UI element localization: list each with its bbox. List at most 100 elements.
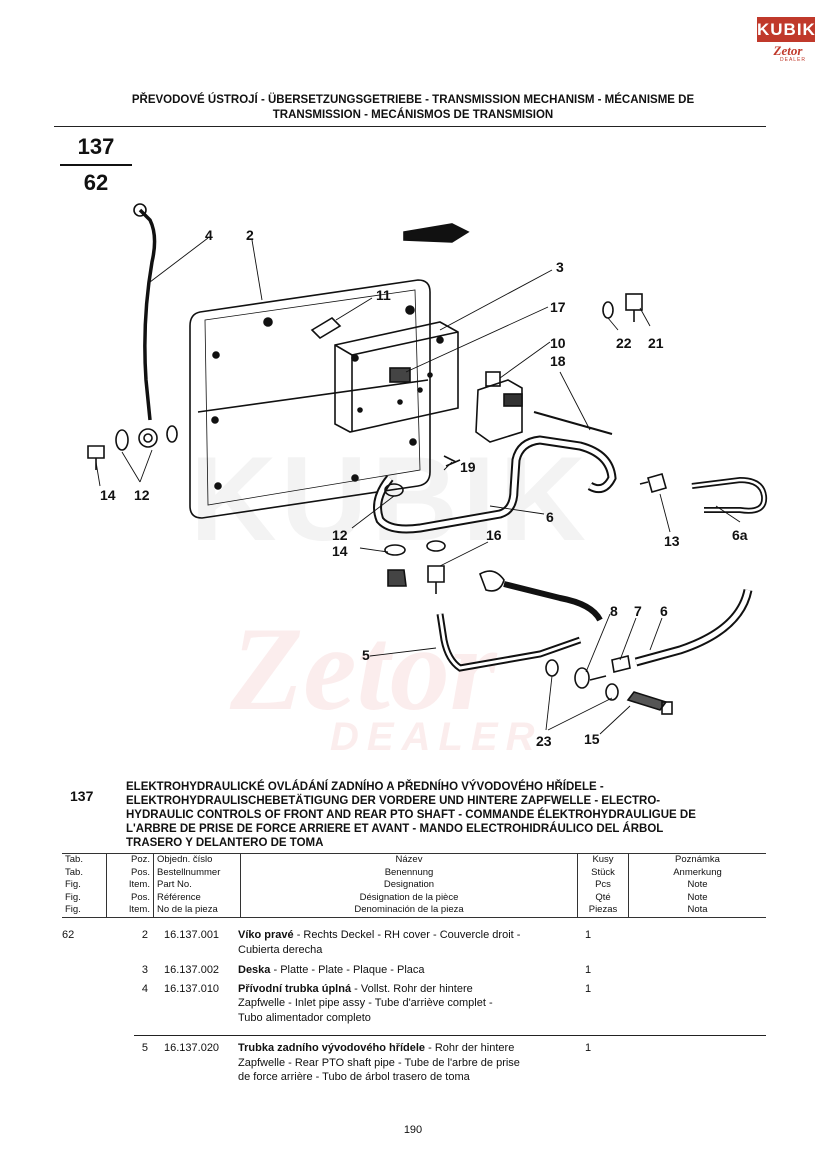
table-row: 62 2 16.137.001 Víko pravé - Rechts Deck… bbox=[62, 928, 766, 957]
page-number: 190 bbox=[403, 1124, 423, 1136]
callout-14-lower: 14 bbox=[332, 543, 348, 559]
row-figure bbox=[62, 1041, 122, 1085]
bolt-11-part bbox=[310, 316, 342, 340]
section-title: ELEKTROHYDRAULICKÉ OVLÁDÁNÍ ZADNÍHO A PŘ… bbox=[126, 780, 766, 850]
header-col-figure: Tab.Tab.Fig.Fig.Fig. bbox=[62, 853, 107, 918]
pipe-6a-part bbox=[691, 476, 768, 514]
callout-13: 13 bbox=[664, 533, 680, 549]
callout-23: 23 bbox=[536, 733, 552, 749]
fitting-19-part bbox=[443, 455, 461, 467]
dealer-logo-text: DEALER bbox=[780, 57, 807, 63]
kubik-logo: KUBIK bbox=[757, 17, 815, 42]
row-name: Trubka zadního vývodového hřídele - Rohr… bbox=[238, 1042, 520, 1083]
parts-table-header: Tab.Tab.Fig.Fig.Fig. Poz.Pos.Item.Pos.It… bbox=[62, 853, 766, 918]
row-part-number: 16.137.002 bbox=[164, 964, 220, 976]
callout-2: 2 bbox=[246, 227, 254, 243]
section-title-line: L'ARBRE DE PRISE DE FORCE ARRIERE ET AVA… bbox=[126, 823, 664, 835]
fitting-16-part bbox=[427, 565, 445, 594]
callout-14-left: 14 bbox=[100, 487, 116, 503]
row-position: 5 bbox=[141, 1042, 148, 1054]
banjo-bolt-14-left bbox=[87, 425, 178, 470]
inlet-pipe-part bbox=[133, 203, 158, 448]
callout-3: 3 bbox=[556, 259, 564, 275]
callout-18: 18 bbox=[550, 353, 566, 369]
callout-15: 15 bbox=[584, 731, 600, 747]
row-separator bbox=[134, 1035, 766, 1036]
table-row: 4 16.137.010 Přívodní trubka úplná - Vol… bbox=[62, 982, 766, 1026]
hose-7-part bbox=[634, 588, 753, 667]
section-title-line: ELEKTROHYDRAULICKÉ OVLÁDÁNÍ ZADNÍHO A PŘ… bbox=[126, 781, 604, 793]
fitting-13-part bbox=[639, 473, 667, 493]
bolt-15-part bbox=[626, 691, 673, 715]
section-title-line: HYDRAULIC CONTROLS OF FRONT AND REAR PTO… bbox=[126, 809, 696, 821]
figure-group-number: 137 bbox=[77, 134, 115, 159]
valve-block-part bbox=[334, 321, 459, 433]
bolt-21-part bbox=[625, 293, 643, 322]
table-row: 3 16.137.002 Deska - Platte - Plate - Pl… bbox=[62, 963, 766, 978]
row-pieces: 1 bbox=[584, 1042, 592, 1054]
washer-22-part bbox=[602, 301, 614, 319]
callout-11: 11 bbox=[376, 287, 391, 303]
row-position: 3 bbox=[141, 964, 148, 976]
callout-6: 6 bbox=[546, 509, 554, 525]
callout-4: 4 bbox=[205, 227, 213, 243]
row-part-number: 16.137.020 bbox=[164, 1042, 220, 1054]
washer-23-part bbox=[545, 659, 619, 701]
row-name: Přívodní trubka úplná - Vollst. Rohr der… bbox=[238, 982, 493, 1024]
row-part-number: 16.137.010 bbox=[164, 982, 220, 995]
callout-12-lower: 12 bbox=[332, 527, 348, 543]
banjo-bolt-14-lower bbox=[387, 569, 407, 587]
section-number: 137 bbox=[70, 788, 94, 804]
callout-5: 5 bbox=[362, 647, 370, 663]
row-position: 2 bbox=[141, 929, 148, 941]
row-name: Víko pravé - Rechts Deckel - RH cover - … bbox=[238, 929, 521, 956]
callout-leader-lines bbox=[95, 237, 741, 735]
callout-22: 22 bbox=[616, 335, 632, 351]
callout-6a: 6a bbox=[732, 527, 748, 543]
section-title-line: TRASERO Y DELANTERO DE TOMA bbox=[126, 837, 324, 849]
row-figure: 62 bbox=[62, 929, 75, 941]
nut-8-part bbox=[611, 655, 631, 673]
direction-arrow-icon bbox=[403, 223, 470, 243]
row-name: Deska - Platte - Plate - Plaque - Placa bbox=[238, 964, 425, 976]
row-pieces: 1 bbox=[584, 929, 592, 941]
row-figure bbox=[62, 963, 122, 978]
callout-21: 21 bbox=[648, 335, 664, 351]
section-title-line: ELEKTROHYDRAULISCHEBETÄTIGUNG DER VORDER… bbox=[126, 795, 661, 807]
row-pieces: 1 bbox=[584, 964, 592, 976]
rear-pto-pipe-part bbox=[436, 570, 603, 672]
exploded-parts-diagram: 4 2 3 17 11 10 18 22 21 19 14 12 12 14 6… bbox=[87, 203, 768, 749]
row-position: 4 bbox=[141, 982, 148, 995]
cover-plate-part bbox=[189, 279, 431, 519]
callout-7: 6 bbox=[660, 603, 668, 619]
zetor-logo: Zetor bbox=[773, 43, 803, 58]
header-title-line-2: TRANSMISSION - MECÁNISMOS DE TRANSMISION bbox=[272, 109, 554, 121]
callout-10: 10 bbox=[550, 335, 566, 351]
header-col-position: Poz.Pos.Item.Pos.Item. bbox=[106, 853, 154, 918]
pipe-6-part bbox=[373, 435, 617, 534]
solenoid-valve-part bbox=[475, 371, 523, 443]
header-title-line-1: PŘEVODOVÉ ÚSTROJÍ - ÜBERSETZUNGSGETRIEBE… bbox=[131, 94, 695, 106]
washer-12-lower bbox=[384, 483, 446, 556]
row-part-number: 16.137.001 bbox=[164, 929, 220, 941]
figure-number-divider bbox=[60, 164, 132, 166]
page-header-title: PŘEVODOVÉ ÚSTROJÍ - ÜBERSETZUNGSGETRIEBE… bbox=[60, 93, 766, 123]
callout-8: 7 bbox=[634, 603, 642, 619]
callout-9: 8 bbox=[610, 603, 618, 619]
row-pieces: 1 bbox=[584, 982, 592, 995]
header-divider bbox=[54, 126, 766, 127]
callout-12-left: 12 bbox=[134, 487, 150, 503]
callout-19: 19 bbox=[460, 459, 476, 475]
callout-16: 16 bbox=[486, 527, 502, 543]
table-row: 5 16.137.020 Trubka zadního vývodového h… bbox=[62, 1041, 766, 1085]
banjo-9-part bbox=[574, 667, 607, 689]
row-figure bbox=[62, 982, 122, 1026]
callout-17: 17 bbox=[550, 299, 566, 315]
parts-list: 62 2 16.137.001 Víko pravé - Rechts Deck… bbox=[62, 928, 766, 1085]
figure-sheet-number: 62 bbox=[83, 170, 109, 195]
screw-18-part bbox=[533, 411, 613, 435]
